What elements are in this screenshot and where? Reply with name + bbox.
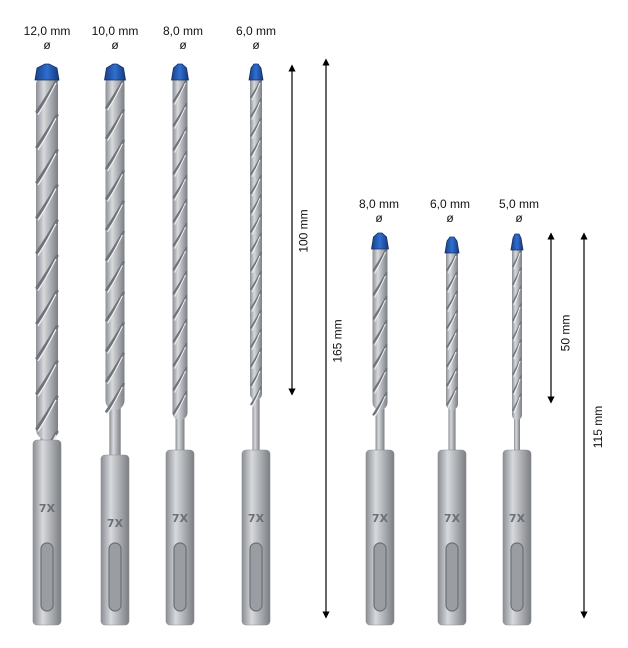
label-6mm-short: 6,0 mm ø	[420, 197, 480, 225]
diameter-symbol: ø	[515, 211, 523, 225]
size-text: 8,0 mm	[358, 197, 399, 211]
drill-bit-8mm-long: 7X	[165, 63, 195, 626]
drill-bit-6mm-short: 7X	[437, 236, 467, 626]
size-text: 8,0 mm	[162, 24, 203, 38]
drill-bit-12mm: 7X	[32, 63, 62, 626]
sds-slot	[445, 542, 459, 612]
label-5mm: 5,0 mm ø	[489, 197, 549, 225]
drill-bit-10mm: 7X	[100, 63, 130, 626]
drill-bit-5mm: 7X	[502, 233, 532, 626]
diameter-symbol: ø	[252, 38, 260, 52]
label-8mm-short: 8,0 mm ø	[349, 197, 409, 225]
size-text: 6,0 mm	[235, 24, 276, 38]
carbide-tip	[444, 236, 460, 254]
label-6mm-long: 6,0 mm ø	[226, 24, 286, 52]
diameter-symbol: ø	[111, 38, 119, 52]
diameter-symbol: ø	[43, 38, 51, 52]
shank-marking: 7X	[107, 517, 124, 530]
size-text: 10,0 mm	[91, 24, 139, 38]
dimension-label-165mm: 165 mm	[330, 319, 345, 363]
carbide-tip	[371, 232, 389, 250]
label-8mm-long: 8,0 mm ø	[153, 24, 213, 52]
dimension-label-50mm: 50 mm	[558, 314, 573, 352]
sds-slot	[249, 542, 263, 612]
diameter-symbol: ø	[446, 211, 454, 225]
size-text: 12,0 mm	[23, 24, 71, 38]
shank-marking: 7X	[372, 512, 389, 525]
size-text: 5,0 mm	[498, 197, 539, 211]
sds-slot	[373, 542, 387, 612]
dimension-label-115mm: 115 mm	[591, 405, 606, 449]
carbide-tip	[34, 63, 60, 81]
shank-marking: 7X	[509, 512, 526, 525]
shank-marking: 7X	[444, 512, 461, 525]
sds-slot	[108, 542, 122, 612]
size-text: 6,0 mm	[429, 197, 470, 211]
dimension-label-100mm: 100 mm	[296, 209, 311, 253]
label-10mm: 10,0 mm ø	[85, 24, 145, 52]
sds-slot	[510, 542, 524, 612]
label-12mm: 12,0 mm ø	[17, 24, 77, 52]
carbide-tip	[171, 63, 189, 81]
carbide-tip	[510, 233, 524, 251]
shank-marking: 7X	[248, 512, 265, 525]
diameter-symbol: ø	[375, 211, 383, 225]
shank-marking: 7X	[39, 502, 56, 515]
shank-marking: 7X	[172, 512, 189, 525]
diameter-symbol: ø	[179, 38, 187, 52]
sds-slot	[173, 542, 187, 612]
carbide-tip	[104, 63, 126, 81]
drill-bit-6mm-long: 7X	[241, 63, 271, 626]
carbide-tip	[248, 63, 264, 81]
drill-bit-8mm-short: 7X	[365, 232, 395, 626]
sds-slot	[40, 542, 54, 612]
